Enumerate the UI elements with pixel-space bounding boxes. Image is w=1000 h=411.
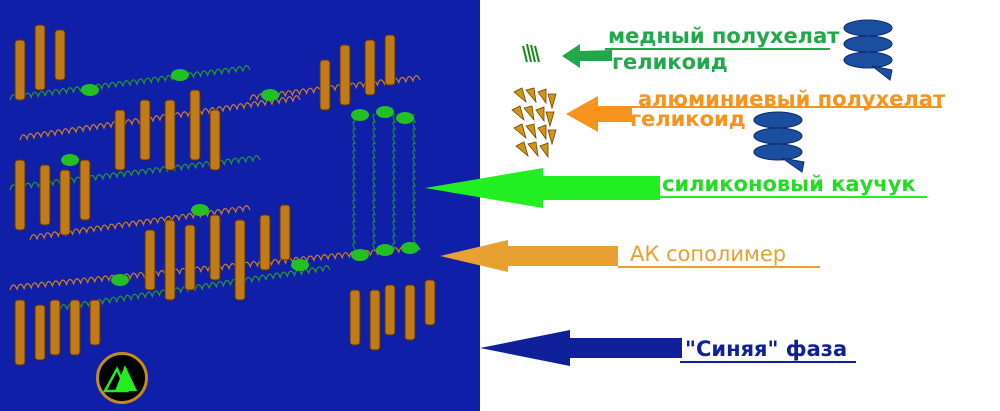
copper-underline [605, 48, 830, 50]
aluminum-helicoid-icon [511, 87, 557, 159]
copper-helicoid-cluster [351, 249, 369, 261]
copolymer-column [139, 99, 151, 161]
ak-underline [618, 266, 820, 268]
polymer-coil [352, 114, 357, 251]
polymer-coil [412, 114, 417, 251]
logo [96, 352, 148, 404]
copper-helicoid-cluster [396, 112, 414, 124]
copolymer-column [424, 279, 436, 326]
copolymer-column [279, 204, 291, 261]
aluminum-arrow-icon [566, 96, 632, 132]
copper-helicoid-cluster [111, 274, 129, 286]
copolymer-column [164, 99, 176, 171]
aluminum-underline [630, 106, 942, 108]
copper-helicoid-cluster [171, 69, 189, 81]
blue-helix-icon [843, 19, 893, 81]
copolymer-column [69, 299, 81, 356]
polymer-coil [392, 114, 397, 251]
copolymer-column [209, 214, 221, 281]
copolymer-column [319, 59, 331, 111]
aluminum-label-line1: алюминиевый полухелат [638, 87, 946, 111]
copolymer-column [39, 164, 51, 226]
copolymer-column [34, 304, 46, 361]
copolymer-column [114, 109, 126, 171]
copolymer-column [234, 219, 246, 301]
copolymer-column [54, 29, 66, 81]
copolymer-column [164, 219, 176, 301]
copolymer-column [144, 229, 156, 291]
copolymer-column [384, 34, 396, 86]
copper-helicoid-cluster [291, 259, 309, 271]
copolymer-column [369, 289, 381, 351]
copolymer-column [184, 224, 196, 291]
copolymer-column [14, 299, 26, 366]
aluminum-label-line2: геликоид [630, 107, 746, 131]
copolymer-column [14, 159, 26, 231]
copper-helicoid-cluster [351, 109, 369, 121]
copolymer-column [384, 284, 396, 336]
copolymer-column [209, 109, 221, 171]
blue-helix-icon-2 [753, 111, 805, 173]
copolymer-column [189, 89, 201, 161]
ak-copolymer-label: АК сополимер [630, 242, 787, 266]
copolymer-column [349, 289, 361, 346]
blue-phase-underline [680, 361, 856, 363]
copolymer-column [339, 44, 351, 106]
copper-helicoid-cluster [191, 204, 209, 216]
blue-phase-label: "Синяя" фаза [685, 337, 848, 361]
silicone-label: силиконовый каучук [662, 172, 916, 196]
copper-label-line1: медный полухелат [608, 24, 840, 48]
copolymer-column [14, 39, 26, 101]
polymer-coil [9, 65, 251, 101]
copolymer-column [79, 159, 91, 221]
copper-helicoid-cluster [376, 106, 394, 118]
silicone-arrow-icon [425, 168, 660, 208]
copper-helicoid-cluster [61, 154, 79, 166]
copper-helicoid-cluster [401, 242, 419, 254]
polymer-coil [59, 265, 331, 311]
copolymer-column [34, 24, 46, 91]
copper-helicoid-cluster [376, 244, 394, 256]
copper-helicoid-cluster [261, 89, 279, 101]
polymer-coil [372, 114, 377, 251]
blue-phase-arrow-icon [480, 330, 682, 366]
copper-helicoid-icon [522, 43, 540, 63]
copolymer-column [49, 299, 61, 356]
copper-helicoid-cluster [81, 84, 99, 96]
silicone-underline [655, 196, 927, 198]
blue-phase-panel [0, 0, 480, 411]
copper-label-line2: геликоид [612, 50, 728, 74]
copolymer-column [404, 284, 416, 341]
copolymer-column [89, 299, 101, 346]
logo-triangles-icon [102, 365, 137, 393]
polymer-coil [19, 95, 301, 141]
copper-arrow-icon [562, 44, 612, 68]
copolymer-column [59, 169, 71, 236]
copolymer-column [364, 39, 376, 96]
molecular-structure-illustration [9, 24, 436, 366]
copolymer-column [259, 214, 271, 271]
ak-arrow-icon [440, 240, 618, 272]
